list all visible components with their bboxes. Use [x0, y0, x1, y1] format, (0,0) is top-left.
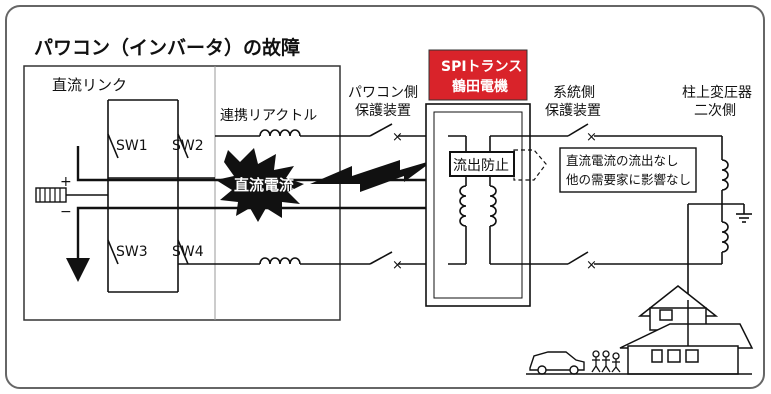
- reactor-coil-upper: [259, 129, 301, 137]
- pcs-breaker-x-lower: ×: [392, 258, 403, 273]
- burst-shape: [216, 148, 304, 222]
- pcs-protection-line1: パワコン側: [348, 85, 418, 101]
- reactor-label: 連携リアクトル: [220, 108, 317, 124]
- pole-transformer-line2: 二次側: [694, 103, 736, 119]
- switch-symbols: [107, 133, 189, 265]
- grid-protection-line1: 系統側: [553, 85, 595, 101]
- pcs-protection-line2: 保護装置: [355, 103, 411, 119]
- grid-breaker-x-lower: ×: [586, 258, 597, 273]
- house: [619, 285, 754, 375]
- brand-line2: 鶴田電機: [452, 78, 508, 95]
- transformer-inner: [433, 111, 523, 299]
- dashed-arrow: [513, 149, 547, 181]
- pole-transformer-coil: [687, 136, 752, 300]
- brand-line1: SPIトランス: [441, 59, 522, 75]
- outflow-block-box: [449, 151, 515, 177]
- people-icon: [591, 350, 621, 373]
- grid-lines: [540, 123, 722, 265]
- outflow-block-label: 流出防止: [453, 158, 509, 174]
- plus-sign: +: [60, 174, 72, 190]
- dc-current-label: 直流電流: [234, 176, 294, 194]
- switch-label-sw1: SW1: [116, 138, 148, 154]
- lightning-bolt: [310, 160, 434, 192]
- bridge-circuit: [107, 99, 260, 293]
- dc-link-label: 直流リンク: [52, 76, 127, 94]
- minus-sign: −: [60, 204, 72, 220]
- car-icon: [529, 351, 585, 375]
- pole-transformer-line1: 柱上変圧器: [682, 84, 752, 101]
- result-note-box: [559, 147, 697, 193]
- switch-label-sw3: SW3: [116, 244, 148, 260]
- switch-label-sw4: SW4: [172, 244, 204, 260]
- grid-protection-line2: 保護装置: [545, 103, 601, 119]
- result-note-line2: 他の需要家に影響なし: [566, 172, 691, 187]
- pcs-lines: [300, 123, 448, 265]
- brand-box: [428, 49, 528, 101]
- dc-source: [35, 187, 108, 203]
- result-note-line1: 直流電流の流出なし: [566, 153, 679, 168]
- grid-breaker-x-upper: ×: [586, 130, 597, 145]
- pcs-breaker-x-upper: ×: [392, 130, 403, 145]
- reactor-coil-lower: [259, 257, 301, 265]
- diagram-title: パワコン（インバータ）の故障: [34, 36, 300, 59]
- transformer-outer: [425, 103, 531, 307]
- switch-label-sw2: SW2: [172, 138, 204, 154]
